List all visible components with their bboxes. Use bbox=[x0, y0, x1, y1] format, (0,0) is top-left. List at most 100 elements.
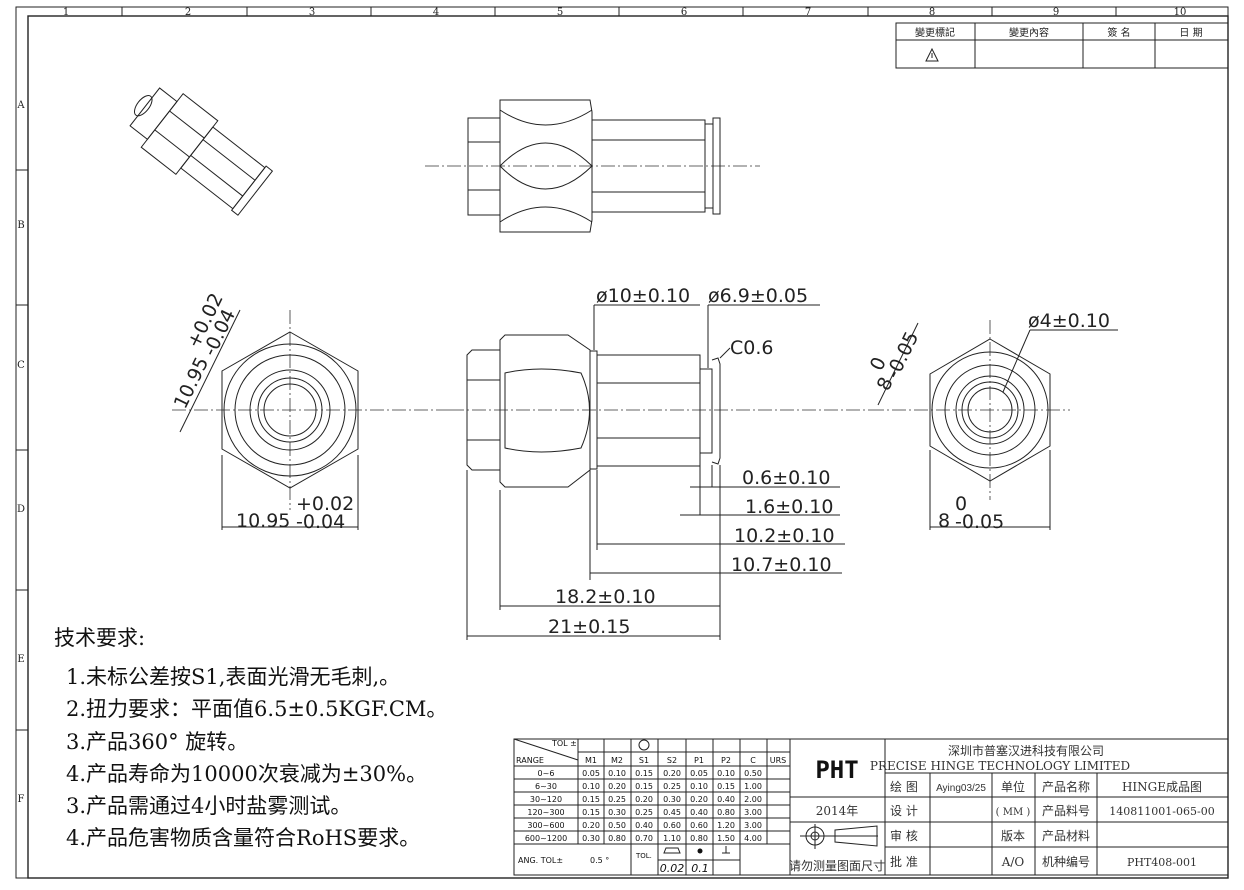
column-label: 3 bbox=[309, 7, 315, 18]
projection-symbol-icon bbox=[800, 824, 878, 849]
dimension-label: 21±0.15 bbox=[548, 616, 630, 638]
tol-column-header: M1 bbox=[585, 756, 597, 765]
tol-value-cell: 0.10 bbox=[582, 782, 600, 791]
tol-value-cell: 0.40 bbox=[635, 821, 653, 830]
tol-value-cell: 0.10 bbox=[690, 782, 708, 791]
column-label: 1 bbox=[63, 7, 69, 18]
tol-value-cell: 0.25 bbox=[663, 782, 681, 791]
tol-value-cell: 1.50 bbox=[717, 834, 735, 843]
range-header: RANGE bbox=[516, 756, 544, 765]
top-view bbox=[425, 99, 760, 233]
revision-header: 簽 名 bbox=[1107, 26, 1130, 39]
draw-value: Aying03/25 bbox=[936, 783, 986, 794]
dimension-label: ø10±0.10 bbox=[596, 285, 690, 307]
tol-value-cell: 0.10 bbox=[717, 769, 735, 778]
tol-value-cell: 0.20 bbox=[608, 782, 626, 791]
requirement-item: 3.产品需通过4小时盐雾测试。 bbox=[66, 794, 352, 818]
tol-value-cell: 0.15 bbox=[635, 782, 653, 791]
tol-value-cell: 3.00 bbox=[744, 808, 762, 817]
title-block: PHT 深圳市普塞汉进科技有限公司 PRECISE HINGE TECHNOLO… bbox=[789, 738, 1229, 876]
column-label: 9 bbox=[1053, 7, 1059, 18]
tol-value-cell: 0.30 bbox=[582, 834, 600, 843]
requirement-item: 3.产品360° 旋转。 bbox=[66, 730, 249, 754]
material-label: 产品材料 bbox=[1042, 829, 1090, 843]
dimension-label: 8 bbox=[938, 510, 950, 532]
tol-value-cell: 0.05 bbox=[690, 769, 708, 778]
tol-value-cell: 0.15 bbox=[717, 782, 735, 791]
tol-value-cell: 0.10 bbox=[608, 769, 626, 778]
side-view bbox=[450, 304, 870, 640]
unit-label: 单位 bbox=[1001, 779, 1025, 794]
angle-tol-value: 0.5 ° bbox=[590, 856, 609, 865]
version-label: 版本 bbox=[1001, 829, 1025, 843]
flatness-value: 0.02 bbox=[660, 862, 685, 875]
row-label: E bbox=[17, 654, 24, 665]
column-label: 7 bbox=[805, 7, 811, 18]
dimension-label: 10.2±0.10 bbox=[734, 525, 835, 547]
requirements-title: 技术要求: bbox=[54, 626, 146, 650]
tol-value-cell: 0.15 bbox=[582, 808, 600, 817]
dimension-label: ø4±0.10 bbox=[1028, 310, 1110, 332]
dimension-tolerance: +0.02 bbox=[296, 493, 354, 515]
isometric-view bbox=[129, 87, 274, 216]
column-label: 5 bbox=[557, 7, 563, 18]
product-name-value: HINGE成品图 bbox=[1122, 780, 1202, 794]
column-label: 4 bbox=[433, 7, 439, 18]
front-view-dimensions: 10.95 +0.02 -0.04 10.95 +0.02 -0.04 bbox=[170, 290, 355, 533]
tol-range-cell: 300~600 bbox=[527, 821, 564, 830]
row-label: A bbox=[16, 100, 25, 111]
tol-value-cell: 0.20 bbox=[635, 795, 653, 804]
draw-label: 绘 图 bbox=[890, 779, 918, 794]
approve-label: 批 准 bbox=[890, 854, 918, 869]
tol-value-cell: 0.50 bbox=[744, 769, 762, 778]
projection-note: 请勿测量图面尺寸 bbox=[789, 859, 885, 873]
angle-tol-label: ANG. TOL± bbox=[518, 856, 563, 865]
requirement-item: 2.扭力要求：平面值6.5±0.5KGF.CM。 bbox=[66, 697, 448, 721]
column-label: 2 bbox=[185, 7, 191, 18]
tol-value-cell: 0.60 bbox=[663, 821, 681, 830]
tol-value-cell: 0.40 bbox=[717, 795, 735, 804]
model-label: 机种编号 bbox=[1042, 854, 1090, 869]
tol-value-cell: 3.00 bbox=[744, 821, 762, 830]
requirement-item: 4.产品危害物质含量符合RoHS要求。 bbox=[66, 826, 421, 850]
row-label: C bbox=[17, 360, 25, 371]
tol-column-header: M2 bbox=[611, 756, 623, 765]
requirement-item: 1.未标公差按S1,表面光滑无毛刺,。 bbox=[66, 665, 401, 689]
revision-block: 變更標記 變更內容 簽 名 日 期 bbox=[895, 22, 1229, 69]
perpendicularity-icon bbox=[722, 846, 730, 854]
tol-value-cell: 0.05 bbox=[582, 769, 600, 778]
version-value: A/O bbox=[1001, 855, 1025, 869]
tol-value-cell: 1.00 bbox=[744, 782, 762, 791]
company-name-en: PRECISE HINGE TECHNOLOGY LIMITED bbox=[870, 759, 1130, 773]
dimension-label: 18.2±0.10 bbox=[555, 586, 656, 608]
tol-value-cell: 0.60 bbox=[690, 821, 708, 830]
dimension-tolerance: 0 bbox=[955, 493, 967, 515]
dimension-label: C0.6 bbox=[730, 337, 773, 359]
tol-value-cell: 0.20 bbox=[690, 795, 708, 804]
year: 2014年 bbox=[816, 804, 859, 818]
tol-column-header: S1 bbox=[639, 756, 649, 765]
requirement-item: 4.产品寿命为10000次衰减为±30%。 bbox=[66, 762, 428, 786]
product-name-label: 产品名称 bbox=[1042, 779, 1090, 794]
tol-value-cell: 0.80 bbox=[608, 834, 626, 843]
check-label: 审 核 bbox=[890, 828, 918, 843]
front-view bbox=[172, 309, 450, 530]
revision-header: 變更內容 bbox=[1009, 26, 1049, 39]
tol-value-cell: 1.20 bbox=[717, 821, 735, 830]
tol-value-cell: 0.15 bbox=[582, 795, 600, 804]
part-number-value: 140811001-065-00 bbox=[1109, 805, 1214, 818]
side-view-dimensions: ø10±0.10 ø6.9±0.05 C0.6 0.6±0.10 1.6±0.1… bbox=[548, 285, 835, 638]
sheet-frame: 1 2 3 4 5 6 7 8 9 10 A B C D E F bbox=[15, 6, 1229, 879]
tol-range-cell: 30~120 bbox=[530, 795, 562, 804]
tol-column-header: P1 bbox=[694, 756, 704, 765]
company-logo: PHT bbox=[815, 756, 858, 784]
dimension-tolerance: -0.05 bbox=[955, 511, 1004, 533]
tol-value-cell: 0.20 bbox=[582, 821, 600, 830]
revision-header: 變更標記 bbox=[915, 26, 955, 39]
tol-range-cell: 6~30 bbox=[535, 782, 557, 791]
row-label: B bbox=[17, 220, 24, 231]
warning-triangle-icon bbox=[925, 47, 939, 62]
